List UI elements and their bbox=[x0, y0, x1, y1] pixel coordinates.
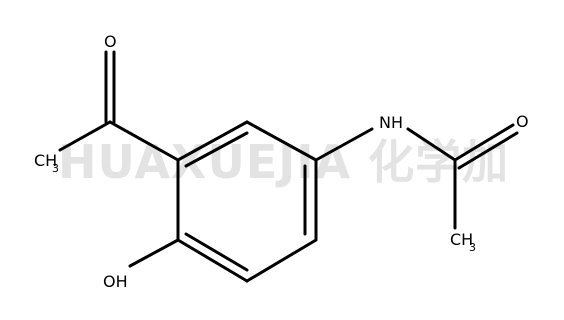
benzene-ring bbox=[176, 120, 318, 283]
atom-nh: NH bbox=[379, 113, 403, 132]
atom-oxygen-amide: O bbox=[516, 112, 529, 131]
atom-methyl-amide-sub: 3 bbox=[469, 241, 476, 254]
acetamide-group bbox=[314, 123, 519, 230]
atom-oxygen-ketone: O bbox=[104, 32, 117, 51]
nh-ring-bond bbox=[314, 127, 374, 162]
atom-hydroxyl: OH bbox=[103, 272, 128, 291]
nh-carbonyl-bond bbox=[406, 127, 457, 162]
ring-inner-bond-1 bbox=[184, 131, 249, 168]
ring-bond-6 bbox=[176, 120, 249, 162]
hydroxyl-bond bbox=[128, 238, 180, 268]
ring-inner-bond-3 bbox=[184, 232, 249, 272]
amide-carbonyl-bond-b bbox=[457, 131, 519, 170]
ring-bond-3 bbox=[245, 238, 318, 283]
atom-methyl-ketone: CH bbox=[34, 151, 57, 170]
acetyl-methyl-bond bbox=[58, 120, 112, 152]
amide-carbonyl-bond-a bbox=[453, 123, 515, 162]
atom-methyl-ketone-sub: 3 bbox=[52, 162, 59, 175]
ring-bond-1 bbox=[245, 120, 318, 162]
acetyl-group bbox=[58, 50, 180, 162]
ring-bond-4 bbox=[176, 238, 249, 283]
atom-methyl-amide: CH bbox=[450, 230, 473, 249]
acetyl-ring-bond bbox=[108, 120, 180, 162]
